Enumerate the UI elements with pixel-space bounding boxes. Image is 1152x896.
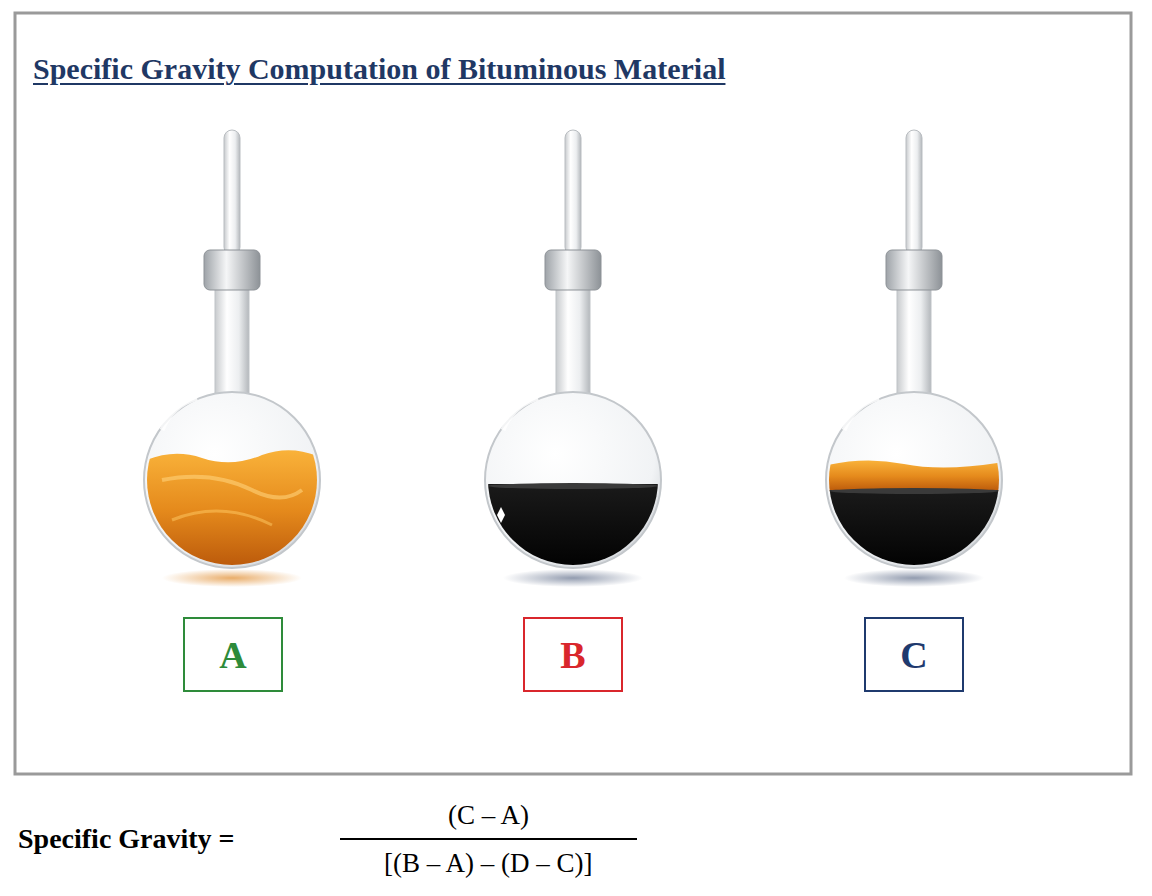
flask-letter: A xyxy=(219,636,246,674)
label-box: A xyxy=(183,617,283,692)
flask-a xyxy=(142,130,322,587)
formula-term: (C – A) xyxy=(448,801,529,831)
label-box: C xyxy=(864,617,964,692)
flask-b xyxy=(483,130,663,587)
diagram-title: Specific Gravity Computation of Bitumino… xyxy=(33,52,725,86)
flask-letter: C xyxy=(900,636,927,674)
flask-c xyxy=(824,130,1004,587)
formula-label: Specific Gravity = xyxy=(18,824,235,855)
flask-letter: B xyxy=(560,636,585,674)
fraction-bar xyxy=(340,838,637,840)
panel-border xyxy=(15,13,1131,774)
label-box: B xyxy=(523,617,623,692)
formula-term: [(B – A) – (D – C)] xyxy=(384,849,592,879)
